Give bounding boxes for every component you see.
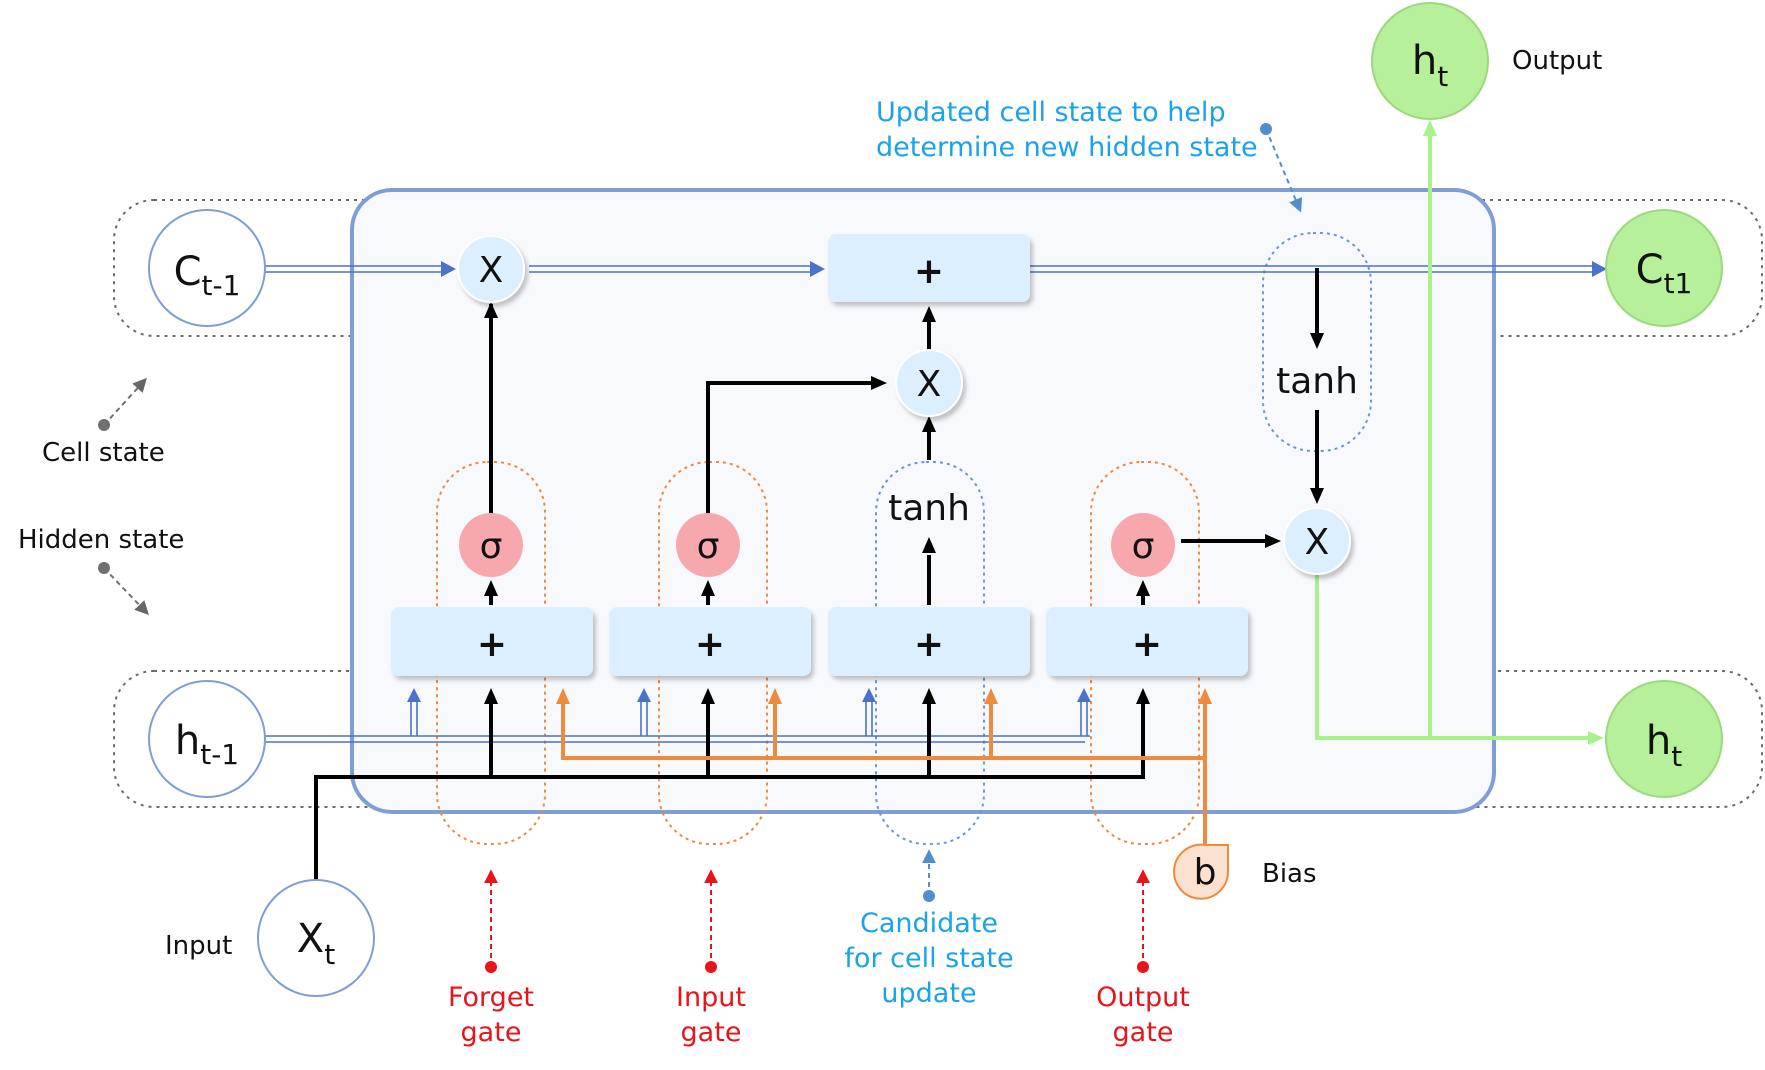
arrow-mult-plus [922,306,936,322]
input-arrow-forget [484,688,498,704]
cell-line-arrow-3 [1592,261,1607,277]
bias-wiring [561,700,1207,848]
input-gate-label-2: gate [681,1017,742,1048]
hidden-arrow-forget [407,688,421,702]
arrow-input-plus-sigma [701,580,715,596]
bias-node [1173,843,1229,900]
arrow-to-h-next [1588,731,1604,745]
cell-line-arrow-1 [441,261,456,277]
hidden-state-label: Hidden state [18,525,184,555]
input-multiply-circle [895,349,963,417]
input-arrow-input [701,688,715,704]
arrow-tanh-out-mult [1310,488,1324,504]
arrow-forget-sigma-mult [484,302,498,318]
arrow-forget-plus-sigma [484,580,498,596]
input-sigma-label: σ [697,526,720,567]
hidden-arrow-output [1077,688,1091,702]
svg-text:Xt: Xt [297,916,335,971]
arrow-candidate-plus-tanh [922,537,936,553]
hidden-arrow-candidate [862,688,876,702]
output-sigma-label: σ [1132,526,1155,567]
input-arrow-candidate [922,688,936,704]
output-multiply-label: X [1305,522,1330,563]
cell-state-pointer [103,377,147,426]
hidden-state-pointer [103,567,149,616]
hidden-arrow-input [637,688,651,702]
svg-text:Ct-1: Ct-1 [174,249,241,302]
candidate-tanh-label: tanh [888,488,970,529]
input-wiring [314,700,1145,880]
candidate-label-2: for cell state [844,943,1013,974]
c-next-node: Ct1 [1605,209,1723,327]
updated-note-line1: Updated cell state to help [876,97,1226,128]
cell-tanh-label: tanh [1276,361,1358,402]
h-next-node: ht [1605,680,1723,798]
forget-gate-label-2: gate [461,1017,522,1048]
output-plus-box [1046,607,1248,676]
x-input-node: Xt [257,879,375,997]
bias-arrow-candidate [984,688,998,704]
candidate-plus-label: + [914,624,944,665]
c-prev-node: Ct-1 [148,209,266,327]
input-arrow-output [1136,688,1150,704]
arrow-output-sigma-mult [1265,534,1281,548]
cell-line-arrow-2 [810,261,825,277]
output-gate-label-1: Output [1096,982,1190,1013]
output-gate-label-2: gate [1113,1017,1174,1048]
input-multiply-label: X [917,364,942,405]
output-sigma-circle [1111,513,1175,577]
input-gate-label-1: Input [676,982,746,1013]
cell-state-line [265,265,1598,273]
input-plus-box [609,607,811,676]
arrow-to-h-out [1423,120,1437,136]
output-plus-label: + [1132,624,1162,665]
h-prev-node: ht-1 [148,680,266,798]
forget-gate-label-1: Forget [448,982,534,1013]
h-output-node: ht [1371,2,1489,120]
svg-text:ht-1: ht-1 [175,718,239,771]
cell-update-plus-label: + [914,251,944,292]
candidate-plus-box [828,607,1030,676]
cell-update-plus-box [828,234,1030,302]
cell-state-label: Cell state [42,438,165,468]
bias-label: Bias [1262,859,1317,889]
forget-multiply-circle [457,235,525,303]
bias-arrow-forget [556,688,570,704]
bias-arrow-output [1198,688,1212,704]
svg-text:Ct1: Ct1 [1636,247,1693,300]
input-sigma-circle [676,513,740,577]
forget-sigma-circle [459,513,523,577]
input-label: Input [165,931,232,961]
output-multiply-circle [1283,507,1351,575]
updated-note-pointer [1265,128,1303,213]
bias-arrow-input [768,688,782,704]
forget-plus-label: + [477,624,507,665]
cell-tanh-group [1262,232,1372,452]
input-plus-label: + [695,624,725,665]
svg-text:ht: ht [1412,38,1448,93]
candidate-label-3: update [881,978,976,1009]
updated-note-line2: determine new hidden state [876,132,1258,163]
output-label: Output [1512,46,1602,76]
arrow-output-plus-sigma [1136,580,1150,596]
candidate-label-1: Candidate [860,908,998,939]
arrow-input-sigma-mult [871,376,887,390]
forget-plus-box [391,607,593,676]
arrow-cell-tanh [1310,333,1324,349]
hidden-output-wiring [1315,132,1590,740]
bias-node-label: b [1194,852,1217,893]
svg-text:ht: ht [1646,718,1682,773]
forget-sigma-label: σ [480,526,503,567]
forget-multiply-label: X [479,250,504,291]
arrow-tanh-mult [922,416,936,432]
hidden-state-line [265,698,1090,743]
